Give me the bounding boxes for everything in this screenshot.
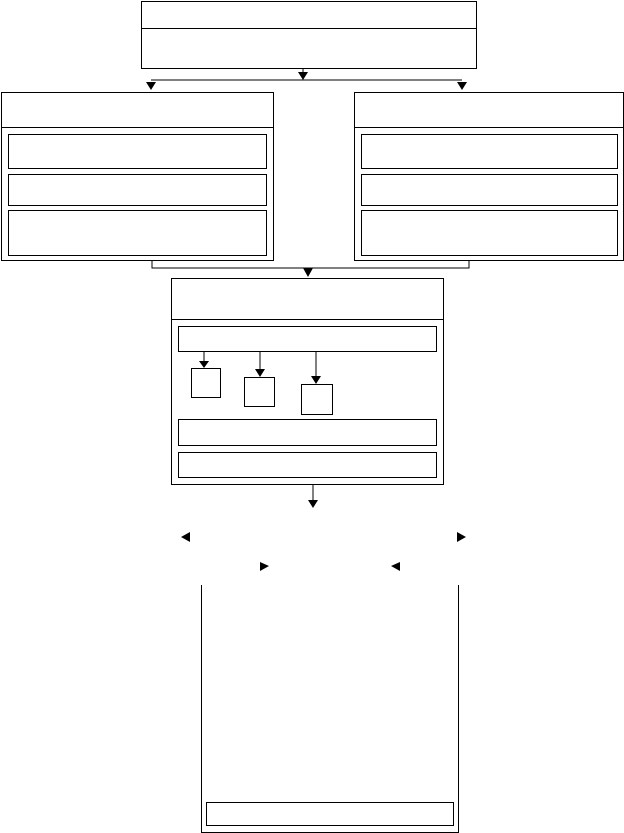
right-panel-row-2 (361, 174, 618, 206)
left-panel-row-1 (8, 134, 267, 169)
top-box (141, 1, 477, 69)
arrowhead-left-panel (146, 82, 156, 90)
center-mini-box-3 (301, 384, 333, 415)
center-mini-box-2 (244, 377, 275, 407)
left-panel-row-2 (8, 174, 267, 206)
arrowhead-inner-right (391, 562, 400, 571)
arrowhead-top-center (298, 72, 308, 80)
arrowhead-right-panel (457, 82, 467, 90)
arrowhead-inner-left (260, 562, 269, 571)
left-panel-divider (2, 127, 273, 128)
center-panel-row-2 (178, 452, 437, 478)
arrowhead-mini-3 (311, 376, 321, 384)
connector-left-merge (151, 261, 470, 269)
bottom-panel-footer (206, 802, 454, 826)
center-panel-divider (172, 319, 443, 320)
arrowhead-bottom (308, 500, 318, 508)
top-box-divider (142, 28, 476, 29)
arrowhead-outer-right (457, 532, 466, 542)
arrowhead-mini-2 (255, 369, 265, 377)
center-panel-row-1 (178, 419, 437, 446)
right-panel-row-1 (361, 134, 618, 169)
arrowhead-mini-1 (199, 361, 209, 368)
left-panel (1, 92, 274, 261)
right-panel-divider (355, 127, 623, 128)
center-panel (171, 278, 444, 485)
right-panel (354, 92, 624, 261)
arrowhead-outer-left (181, 532, 190, 542)
left-panel-row-3 (8, 210, 267, 256)
arrowhead-center-panel (303, 268, 313, 277)
center-panel-bar (178, 326, 437, 352)
center-mini-box-1 (191, 368, 221, 398)
right-panel-row-3 (361, 210, 618, 256)
